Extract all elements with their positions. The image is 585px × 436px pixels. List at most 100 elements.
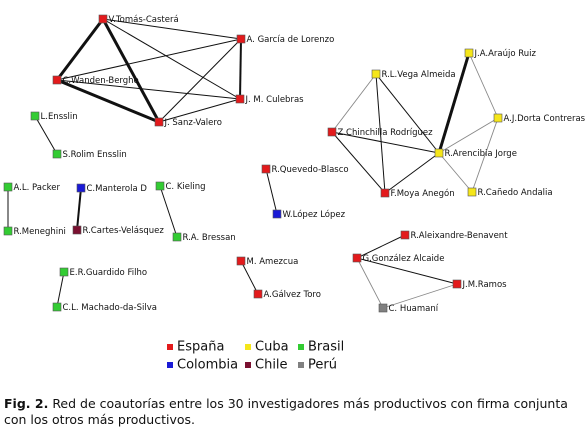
- edge-dorta-arencibia: [438, 117, 499, 154]
- node-label: A. García de Lorenzo: [247, 35, 335, 45]
- node-label: C.Manterola D: [87, 184, 148, 194]
- edge-gonzalez-huamani: [356, 257, 384, 309]
- node-kieling[interactable]: C. Kieling: [155, 181, 206, 192]
- node-arencibia[interactable]: R.Arencibia Jorge: [434, 148, 517, 159]
- edge-guardido-machado: [56, 271, 65, 308]
- node-gonzalez[interactable]: G.González Alcaide: [352, 253, 444, 264]
- node-marker: [400, 230, 410, 240]
- edge-amezcua-galvez: [240, 260, 259, 295]
- node-marker: [236, 34, 246, 44]
- node-label: A.J.Dorta Contreras: [504, 114, 585, 124]
- node-label: R.Aleixandre-Benavent: [411, 231, 509, 241]
- node-marker: [378, 303, 388, 313]
- node-canedo[interactable]: R.Cañedo Andalia: [467, 187, 553, 198]
- node-araujo[interactable]: J.A.Araújo Ruiz: [464, 48, 537, 59]
- node-aleixandre[interactable]: R.Aleixandre-Benavent: [400, 230, 509, 241]
- legend-item-4: Chile: [245, 358, 288, 373]
- edge-aleixandre-gonzalez: [356, 234, 406, 259]
- node-label: E.R.Guardido Filho: [70, 268, 148, 278]
- node-galvez[interactable]: A.Gálvez Toro: [253, 289, 321, 300]
- edge-tomas-culebras: [102, 18, 241, 100]
- legend-label: Chile: [255, 358, 288, 373]
- node-label: A.L. Packer: [14, 183, 61, 193]
- node-label: W.López López: [283, 209, 346, 220]
- node-bressan[interactable]: R.A. Bressan: [172, 232, 236, 243]
- edge-kieling-bressan: [159, 185, 178, 238]
- legend-label: Colombia: [177, 358, 238, 373]
- edge-wanden-culebras: [56, 79, 241, 100]
- node-sanz[interactable]: J. Sanz-Valero: [154, 117, 222, 128]
- node-marker: [464, 48, 474, 58]
- caption-label: Fig. 2.: [4, 396, 49, 411]
- node-label: S.Rolim Ensslin: [63, 150, 127, 160]
- node-label: R.A. Bressan: [183, 233, 236, 243]
- edge-layer: [7, 18, 499, 309]
- node-tomas[interactable]: V.Tomás-Casterá: [98, 14, 179, 25]
- node-marker: [434, 148, 444, 158]
- node-wanden[interactable]: C.Wanden-Berghe: [52, 75, 139, 86]
- node-label: F.Moya Anegón: [391, 188, 455, 199]
- node-marker: [352, 253, 362, 263]
- edge-ramos-huamani: [382, 283, 458, 309]
- legend-swatch: [167, 344, 173, 350]
- node-amezcua[interactable]: M. Amezcua: [236, 256, 299, 267]
- node-marker: [98, 14, 108, 24]
- node-label: J.A.Araújo Ruiz: [474, 49, 537, 59]
- node-marker: [272, 209, 282, 219]
- node-label: R.Cañedo Andalia: [478, 188, 553, 198]
- legend-label: Perú: [308, 358, 337, 373]
- edge-vega-chinchilla: [331, 73, 377, 133]
- figure-caption: Fig. 2. Red de coautorías entre los 30 i…: [4, 396, 579, 428]
- node-chinchilla[interactable]: Z.Chinchilla Rodríguez: [327, 127, 434, 138]
- node-lopez[interactable]: W.López López: [272, 209, 346, 220]
- node-layer: V.Tomás-Casterá A. García de LorenzoC.Wan…: [3, 14, 585, 314]
- legend-swatch: [245, 344, 251, 350]
- node-moya[interactable]: F.Moya Anegón: [380, 188, 455, 199]
- node-culebras[interactable]: J. M. Culebras: [235, 94, 304, 105]
- node-label: R.Quevedo-Blasco: [272, 165, 349, 175]
- node-meneghini[interactable]: R.Meneghini: [3, 226, 66, 237]
- node-manterola[interactable]: C.Manterola D: [76, 183, 148, 194]
- node-marker: [172, 232, 182, 242]
- legend-swatch: [298, 362, 304, 368]
- node-label: R.Meneghini: [14, 227, 66, 237]
- node-dorta[interactable]: A.J.Dorta Contreras: [493, 113, 585, 124]
- legend-label: España: [177, 340, 224, 355]
- node-marker: [52, 302, 62, 312]
- node-packer[interactable]: A.L. Packer: [3, 182, 61, 193]
- node-label: A.Gálvez Toro: [264, 290, 321, 300]
- node-ramos[interactable]: J.M.Ramos: [452, 279, 507, 290]
- edge-garcia-culebras: [239, 38, 242, 100]
- edge-chinchilla-moya: [331, 131, 386, 194]
- node-srolim[interactable]: S.Rolim Ensslin: [52, 149, 127, 160]
- node-marker: [52, 149, 62, 159]
- node-vega[interactable]: R.L.Vega Almeida: [371, 69, 456, 80]
- legend-swatch: [167, 362, 173, 368]
- node-marker: [72, 225, 82, 235]
- edge-manterola-cartes: [76, 187, 82, 231]
- node-guardido[interactable]: E.R.Guardido Filho: [59, 267, 148, 278]
- node-quevedo[interactable]: R.Quevedo-Blasco: [261, 164, 349, 175]
- node-label: Z.Chinchilla Rodríguez: [338, 128, 434, 138]
- edge-vega-arencibia: [375, 73, 440, 154]
- node-ensslin[interactable]: L.Ensslin: [30, 111, 78, 122]
- node-label: R.Cartes-Velásquez: [83, 226, 165, 236]
- edge-chinchilla-arencibia: [331, 131, 440, 154]
- legend-swatch: [245, 362, 251, 368]
- node-label: C.Wanden-Berghe: [63, 76, 139, 86]
- node-cartes[interactable]: R.Cartes-Velásquez: [72, 225, 165, 236]
- node-label: C.L. Machado-da-Silva: [63, 303, 157, 313]
- edge-sanz-culebras: [158, 98, 241, 123]
- node-label: M. Amezcua: [247, 257, 299, 267]
- node-label: J. Sanz-Valero: [164, 118, 222, 128]
- node-garcia[interactable]: A. García de Lorenzo: [236, 34, 335, 45]
- legend-item-2: Brasil: [298, 340, 344, 355]
- node-huamani[interactable]: C. Huamaní: [378, 303, 439, 314]
- legend-item-1: Cuba: [245, 340, 289, 355]
- node-machado[interactable]: C.L. Machado-da-Silva: [52, 302, 157, 313]
- node-marker: [3, 226, 13, 236]
- edge-sanz-garcia: [158, 38, 242, 123]
- node-marker: [467, 187, 477, 197]
